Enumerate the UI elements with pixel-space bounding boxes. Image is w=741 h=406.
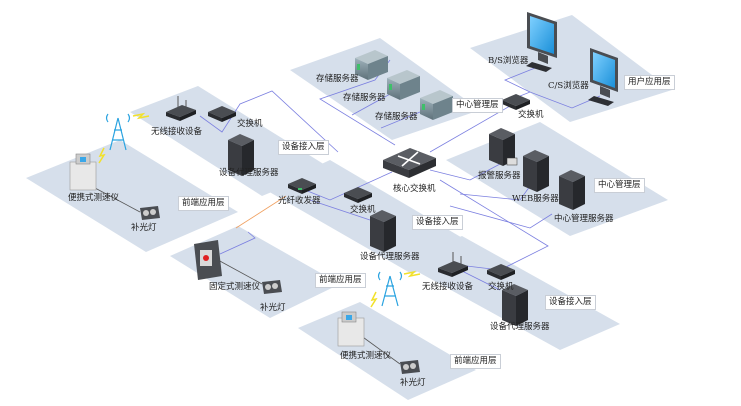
radio-tower-icon-1: [105, 113, 131, 151]
links: [94, 59, 601, 365]
link-core-centerswitch: [429, 105, 511, 153]
switch-label-2: 交换机: [350, 205, 376, 215]
switch-icon-access2: [344, 187, 372, 203]
fill-light-icon-3: [400, 360, 420, 374]
center-management-server-icon: [559, 170, 585, 210]
layer-tag-access-1: 设备接入层: [278, 140, 329, 155]
wireless-receiver-label-3: 无线接收设备: [422, 282, 474, 292]
layer-tag-front-1: 前端应用层: [178, 196, 229, 211]
lightning-icon-3a: [403, 270, 421, 278]
layer-tag-access-3: 设备接入层: [545, 295, 596, 310]
link-fiber-front2: [219, 231, 256, 255]
layer-tag-access-2: 设备接入层: [412, 215, 463, 230]
layer-tag-front-2: 前端应用层: [315, 273, 366, 288]
portable-speed-meter-label-3: 便携式测速仪: [340, 351, 392, 361]
storage-server-icon-2: [387, 70, 420, 100]
link-device-light-3: [359, 334, 401, 365]
lightning-icon-1b: [98, 147, 106, 164]
proxy-server-label-3: 设备代理服务器: [490, 322, 550, 332]
link-core-access3: [439, 179, 549, 271]
proxy-server-label-2: 设备代理服务器: [360, 252, 420, 262]
web-server-label: WEB服务器: [512, 194, 559, 204]
link-user-bs: [504, 65, 541, 93]
storage-server-label-2: 存储服务器: [343, 93, 386, 103]
switch-label-3: 交换机: [488, 282, 514, 292]
wireless-router-icon-1: [166, 96, 196, 121]
link-core-access1: [199, 90, 339, 153]
alarm-server-icon: [489, 128, 518, 166]
center-management-server-label: 中心管理服务器: [554, 214, 614, 224]
proxy-server-icon-1: [228, 134, 254, 176]
alarm-server-label: 报警服务器: [478, 171, 521, 181]
switch-label-1: 交换机: [237, 119, 263, 129]
layer-tag-center-storage: 中心管理层: [452, 98, 503, 113]
fill-light-label-1: 补光灯: [131, 223, 157, 233]
radio-tower-icon-3: [377, 271, 403, 307]
proxy-server-icon-3: [502, 284, 528, 326]
fiber-transceiver-label: 光纤收发器: [278, 196, 321, 206]
center-switch-label: 交换机: [518, 110, 544, 120]
wireless-router-icon-3: [438, 252, 468, 277]
switch-icon-access3: [487, 264, 515, 280]
core-switch-label: 核心交换机: [393, 184, 436, 194]
link-storage-3: [380, 111, 421, 129]
cs-browser-label: C/S浏览器: [548, 81, 589, 91]
link-storage-2: [351, 92, 393, 116]
fixed-speed-meter-icon: [194, 240, 222, 280]
layer-tag-front-3: 前端应用层: [450, 354, 501, 369]
wireless-receiver-label-1: 无线接收设备: [151, 127, 203, 137]
lightning-icon-3b: [370, 291, 378, 308]
portable-speed-meter-icon-3: [337, 311, 365, 347]
zone-center-storage: [290, 38, 480, 140]
zone-user-app: [470, 15, 672, 122]
storage-server-icon-1: [355, 50, 388, 80]
storage-server-label-3: 存储服务器: [375, 112, 418, 122]
fixed-speed-meter-label: 固定式测速仪: [209, 282, 261, 292]
link-core-access2: [304, 171, 393, 201]
core-switch-icon: [383, 148, 436, 178]
web-server-icon: [523, 150, 549, 192]
layer-tag-center-servers: 中心管理层: [594, 178, 645, 193]
proxy-server-label-1: 设备代理服务器: [219, 168, 279, 178]
monitor-bs-icon: [526, 12, 557, 72]
link-access3-server: [459, 269, 501, 291]
link-servers-web: [459, 185, 531, 201]
link-device-light-1: [94, 187, 141, 213]
monitor-cs-icon: [588, 48, 618, 106]
switch-icon-access1: [208, 106, 236, 122]
fill-light-icon-1: [140, 206, 160, 220]
fiber-link: [235, 195, 287, 229]
link-servers-cms: [449, 205, 553, 229]
link-access2-server: [309, 199, 371, 221]
storage-server-label-1: 存储服务器: [316, 74, 359, 84]
portable-speed-meter-label-1: 便携式测速仪: [68, 193, 120, 203]
fiber-transceiver-icon: [288, 178, 316, 194]
portable-speed-meter-icon-1: [69, 153, 97, 191]
storage-server-icon-3: [420, 90, 453, 120]
fill-light-label-2: 补光灯: [260, 303, 286, 313]
lightning-icon-1a: [132, 112, 150, 120]
link-device-light-2: [217, 259, 263, 285]
fill-light-icon-2: [262, 280, 282, 294]
link-core-servers: [429, 163, 501, 181]
bs-browser-label: B/S浏览器: [488, 56, 529, 66]
switch-icon-center: [502, 94, 530, 110]
fill-light-label-3: 补光灯: [400, 378, 426, 388]
zone-front-2: [170, 226, 340, 318]
proxy-server-icon-2: [370, 210, 396, 252]
layer-tag-user-app: 用户应用层: [624, 75, 675, 90]
